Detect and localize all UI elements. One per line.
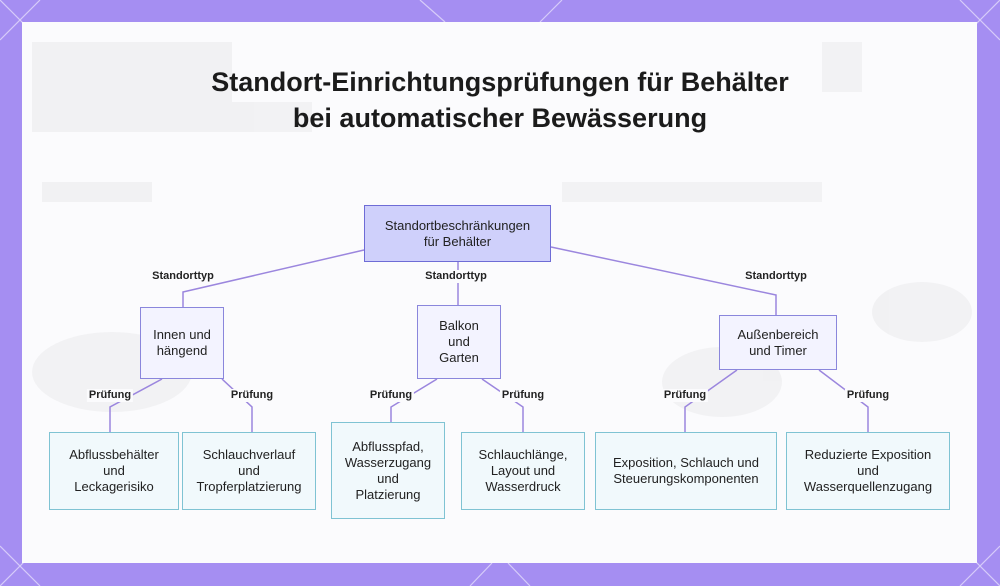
edge-label-check-exposure: Prüfung	[661, 389, 709, 402]
edge-outdoor-expo	[684, 369, 738, 432]
node-balcony: Balkon und Garten	[417, 305, 501, 379]
edge-balcony-path	[390, 378, 438, 422]
edge-label-location-outdoor: Standorttyp	[743, 270, 809, 283]
node-indoor: Innen und hängend	[140, 307, 224, 379]
edge-label-location-balcony: Standorttyp	[423, 270, 489, 283]
edge-label-check-path: Prüfung	[367, 389, 415, 402]
node-outdoor: Außenbereich und Timer	[719, 315, 837, 370]
edge-label-check-reduced: Prüfung	[844, 389, 892, 402]
edge-root-indoor	[182, 249, 365, 307]
node-drain-leak: Abflussbehälter und Leckagerisiko	[49, 432, 179, 510]
node-reduced-exposure: Reduzierte Exposition und Wasserquellenz…	[786, 432, 950, 510]
edge-balcony-length	[481, 378, 524, 432]
edge-label-check-drain: Prüfung	[86, 389, 134, 402]
edge-outdoor-reduced	[818, 369, 869, 432]
node-drain-path: Abflusspfad, Wasserzugang und Platzierun…	[331, 422, 445, 519]
diagram-canvas: Standort-Einrichtungsprüfungen für Behäl…	[22, 22, 977, 563]
edge-indoor-hose	[221, 378, 253, 432]
diagram-title: Standort-Einrichtungsprüfungen für Behäl…	[211, 67, 789, 133]
edge-label-check-length: Prüfung	[499, 389, 547, 402]
edge-label-location-indoor: Standorttyp	[150, 270, 216, 283]
node-root: Standortbeschränkungen für Behälter	[364, 205, 551, 262]
node-hose-dripper: Schlauchverlauf und Tropferplatzierung	[182, 432, 316, 510]
node-hose-length: Schlauchlänge, Layout und Wasserdruck	[461, 432, 585, 510]
diagram-edges	[109, 246, 869, 432]
edge-label-check-hose: Prüfung	[228, 389, 276, 402]
node-exposure-controls: Exposition, Schlauch und Steuerungskompo…	[595, 432, 777, 510]
edge-indoor-drain	[109, 378, 163, 432]
edge-root-outdoor	[550, 246, 777, 315]
